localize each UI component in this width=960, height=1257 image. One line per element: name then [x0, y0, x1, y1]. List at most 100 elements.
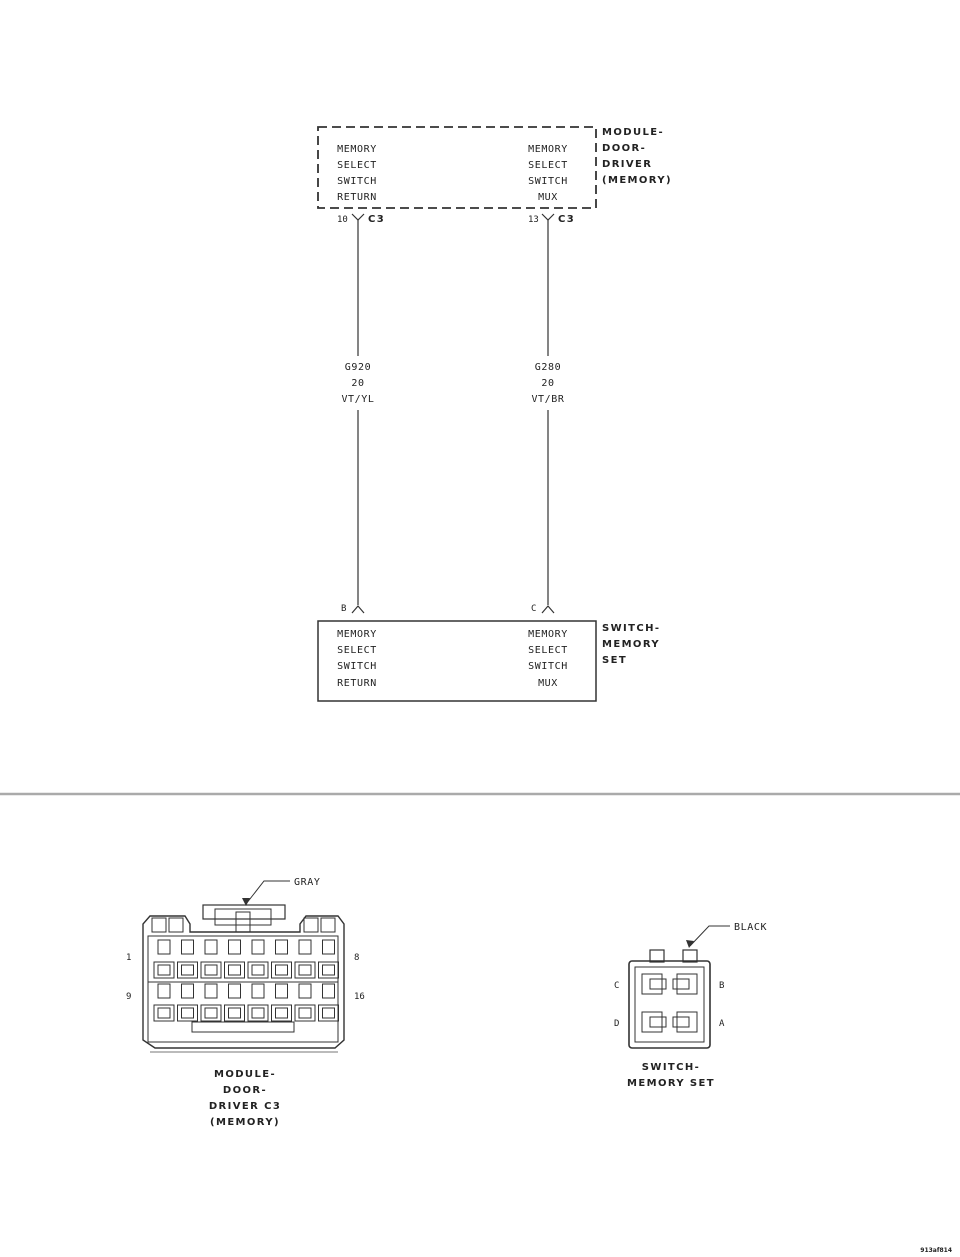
- cavity-label-a: A: [719, 1019, 725, 1029]
- terminal-cavities: [153, 939, 339, 1022]
- cavity-terminal-inner: [322, 964, 335, 976]
- switch-connector-color: BLACK: [734, 922, 767, 933]
- switch-right-func-1: MEMORY: [528, 629, 568, 640]
- cavity-terminal: [153, 1004, 175, 1022]
- cavity-terminal-inner: [204, 1007, 218, 1019]
- svg-text:20: 20: [351, 378, 364, 389]
- cavity-terminal: [200, 1004, 222, 1022]
- cavity-terminal: [271, 1004, 292, 1022]
- module-door-driver: MEMORY SELECT SWITCH RETURN MEMORY SELEC…: [317, 126, 672, 209]
- svg-text:VT/BR: VT/BR: [531, 394, 564, 405]
- cavity-latch: [298, 939, 312, 955]
- cavity-terminal-inner: [275, 1007, 288, 1019]
- cavity-terminal: [247, 1004, 269, 1022]
- cavity-latch: [322, 983, 335, 999]
- cavity-terminal: [224, 1004, 245, 1022]
- module-left-func-2: SELECT: [337, 160, 377, 171]
- cavity-latch: [157, 983, 171, 999]
- cavity-latch: [298, 983, 312, 999]
- module-name-line-2: DOOR-: [602, 143, 646, 154]
- cavity-terminal-inner: [298, 964, 312, 976]
- switch-caption-2: MEMORY SET: [627, 1078, 715, 1089]
- cavity-terminal-inner: [228, 1007, 241, 1019]
- module-caption-2: DOOR-: [223, 1085, 267, 1096]
- terminal-d: [641, 1011, 667, 1033]
- pin-label-16: 16: [354, 992, 365, 1002]
- cavity-terminal: [200, 961, 222, 979]
- cavity-terminal: [318, 961, 339, 979]
- module-right-func-2: SELECT: [528, 160, 568, 171]
- module-connector-view: GRAY 1 8 9 16 MODULE- DOOR- DRIVER C3 (M…: [126, 877, 365, 1128]
- switch-name-line-2: MEMORY: [602, 639, 660, 650]
- svg-text:G920: G920: [345, 362, 371, 373]
- switch-right-func-2: SELECT: [528, 645, 568, 656]
- cavity-terminal: [318, 1004, 339, 1022]
- figure-id: 913af814: [920, 1247, 952, 1254]
- switch-caption-1: SWITCH-: [642, 1062, 700, 1073]
- switch-name-line-3: SET: [602, 655, 627, 666]
- pin-label-1: 1: [126, 953, 131, 963]
- module-box: [317, 126, 597, 209]
- pin-label-9: 9: [126, 992, 131, 1002]
- female-terminal-icon: [351, 213, 365, 221]
- cavity-latch: [204, 983, 218, 999]
- module-right-func-4: MUX: [538, 192, 558, 203]
- cavity-latch: [157, 939, 171, 955]
- switch-pin-right: C: [531, 604, 555, 614]
- svg-text:C: C: [531, 604, 536, 614]
- terminal-a: [672, 1011, 698, 1033]
- cavity-terminal: [177, 961, 198, 979]
- switch-right-func-3: SWITCH: [528, 661, 568, 672]
- cavity-latch: [181, 939, 194, 955]
- wire-g920: G920 20 VT/YL: [341, 220, 374, 605]
- svg-text:10: 10: [337, 215, 348, 225]
- cavity-latch: [275, 983, 288, 999]
- cavity-latch: [204, 939, 218, 955]
- module-name-line-4: (MEMORY): [602, 175, 672, 186]
- switch-left-func-2: SELECT: [337, 645, 377, 656]
- cavity-terminal-inner: [251, 1007, 265, 1019]
- cavity-terminal-inner: [157, 1007, 171, 1019]
- module-pin-left: 10 C3: [337, 213, 384, 225]
- wire-g280: G280 20 VT/BR: [531, 220, 564, 605]
- module-left-func-3: SWITCH: [337, 176, 377, 187]
- module-caption-3: DRIVER C3: [209, 1101, 281, 1112]
- svg-text:20: 20: [541, 378, 554, 389]
- cavity-label-b: B: [719, 981, 724, 991]
- switch-name-line-1: SWITCH-: [602, 623, 660, 634]
- module-pin-right: 13 C3: [528, 213, 575, 225]
- module-name-line-1: MODULE-: [602, 127, 664, 138]
- switch-box: [317, 620, 597, 702]
- cavity-terminal: [271, 961, 292, 979]
- cavity-terminal: [294, 961, 316, 979]
- cavity-label-c: C: [614, 981, 619, 991]
- cavity-latch: [181, 983, 194, 999]
- cavity-terminal-inner: [298, 1007, 312, 1019]
- cavity-terminal-inner: [157, 964, 171, 976]
- svg-text:B: B: [341, 604, 346, 614]
- cavity-terminal-inner: [275, 964, 288, 976]
- cavity-terminal: [177, 1004, 198, 1022]
- female-terminal-icon: [541, 213, 555, 221]
- cavity-latch: [275, 939, 288, 955]
- cavity-label-d: D: [614, 1019, 619, 1029]
- switch-pin-left: B: [341, 604, 365, 614]
- svg-text:G280: G280: [535, 362, 561, 373]
- cavity-terminal-inner: [181, 1007, 194, 1019]
- switch-connector-view: BLACK C B D A SWITCH- MEMORY S: [614, 922, 767, 1089]
- cavity-terminal: [224, 961, 245, 979]
- cavity-terminal: [247, 961, 269, 979]
- svg-text:C3: C3: [558, 214, 575, 225]
- terminal-b: [672, 973, 698, 995]
- module-right-func-1: MEMORY: [528, 144, 568, 155]
- module-connector-color: GRAY: [294, 877, 320, 888]
- cavity-terminal-inner: [204, 964, 218, 976]
- cavity-latch: [228, 983, 241, 999]
- switch-left-func-4: RETURN: [337, 678, 377, 689]
- pin-label-8: 8: [354, 953, 359, 963]
- module-right-func-3: SWITCH: [528, 176, 568, 187]
- module-name-line-3: DRIVER: [602, 159, 652, 170]
- module-left-func-4: RETURN: [337, 192, 377, 203]
- male-terminal-icon: [351, 605, 365, 614]
